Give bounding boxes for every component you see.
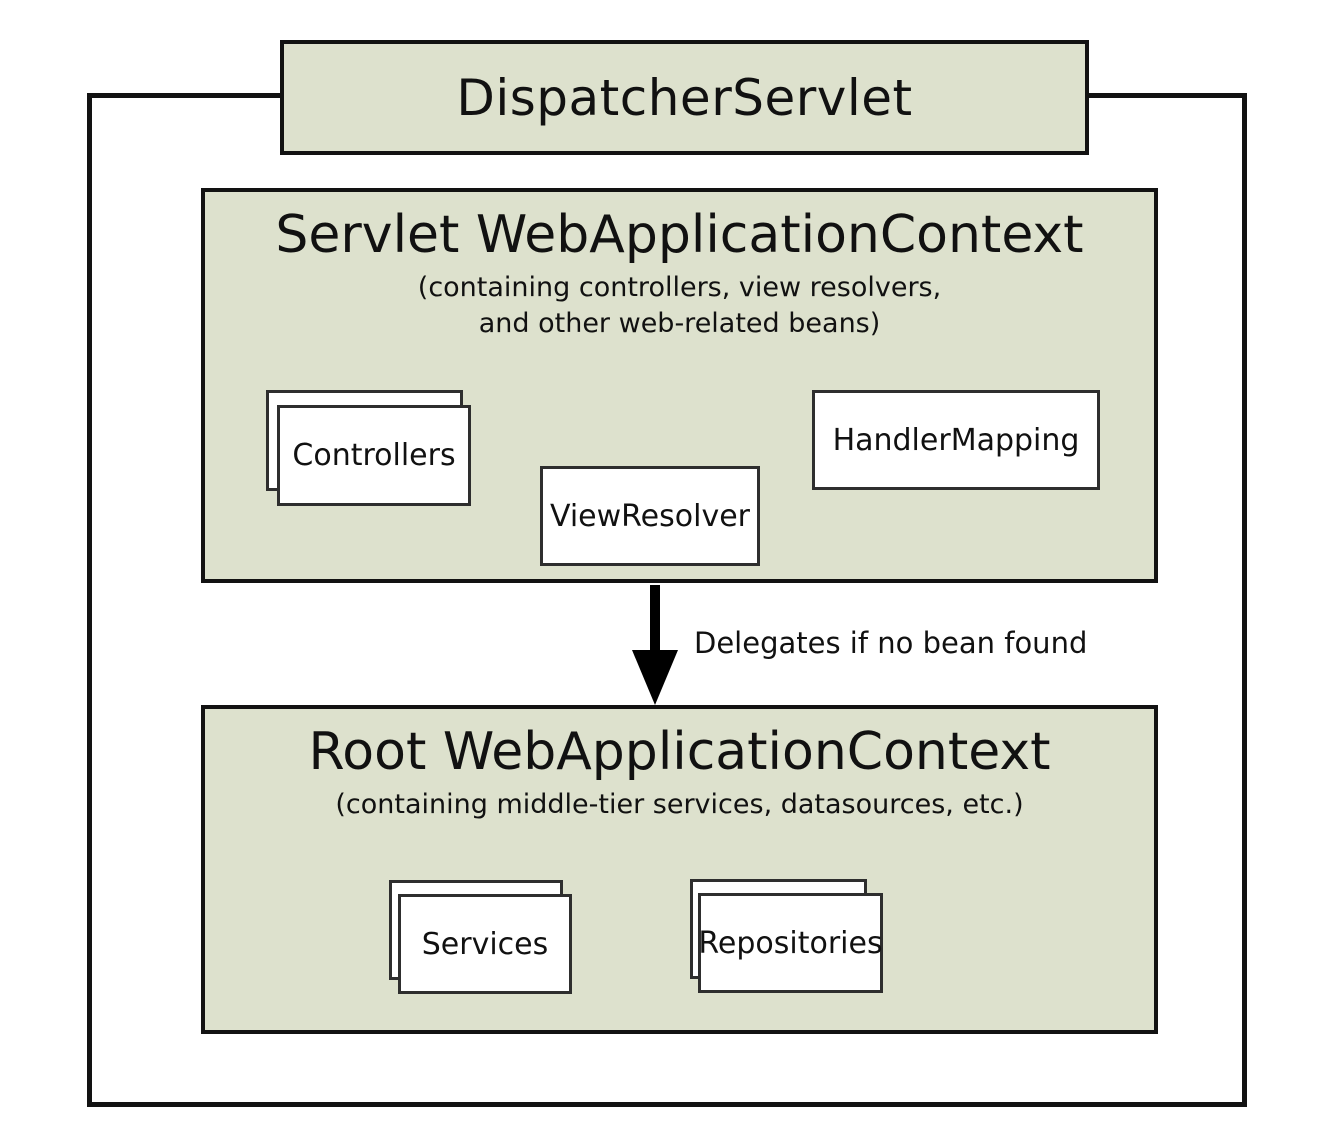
services-bean-label: Services <box>421 926 549 962</box>
servlet-context-subtitle-line1: (containing controllers, view resolvers, <box>417 271 942 303</box>
services-bean-stack: Services <box>389 880 579 1000</box>
delegation-arrow-stem <box>650 585 660 651</box>
servlet-context-title: Servlet WebApplicationContext <box>275 205 1084 265</box>
services-bean-box: Services <box>398 894 572 994</box>
servlet-context-subtitle: (containing controllers, view resolvers,… <box>205 270 1154 343</box>
delegation-arrow-head <box>632 650 678 705</box>
root-context-title: Root WebApplicationContext <box>308 722 1051 782</box>
viewresolver-bean-box: ViewResolver <box>540 466 760 566</box>
repositories-bean-label: Repositories <box>698 925 883 961</box>
controllers-bean-box: Controllers <box>277 405 471 506</box>
handlermapping-bean-label: HandlerMapping <box>832 422 1080 458</box>
controllers-bean-stack: Controllers <box>266 390 476 510</box>
repositories-bean-stack: Repositories <box>690 879 890 999</box>
controllers-bean-label: Controllers <box>292 438 456 473</box>
servlet-context-subtitle-line2: and other web-related beans) <box>478 308 881 340</box>
root-context-subtitle: (containing middle-tier services, dataso… <box>335 788 1024 820</box>
dispatcher-servlet-label: DispatcherServlet <box>456 68 913 127</box>
delegation-arrow-label: Delegates if no bean found <box>694 626 1088 660</box>
dispatcher-servlet-box: DispatcherServlet <box>280 40 1089 155</box>
repositories-bean-box: Repositories <box>698 893 883 993</box>
viewresolver-bean-label: ViewResolver <box>549 498 750 534</box>
root-webapplicationcontext-box: Root WebApplicationContext (containing m… <box>201 705 1158 1034</box>
handlermapping-bean-box: HandlerMapping <box>812 390 1100 490</box>
